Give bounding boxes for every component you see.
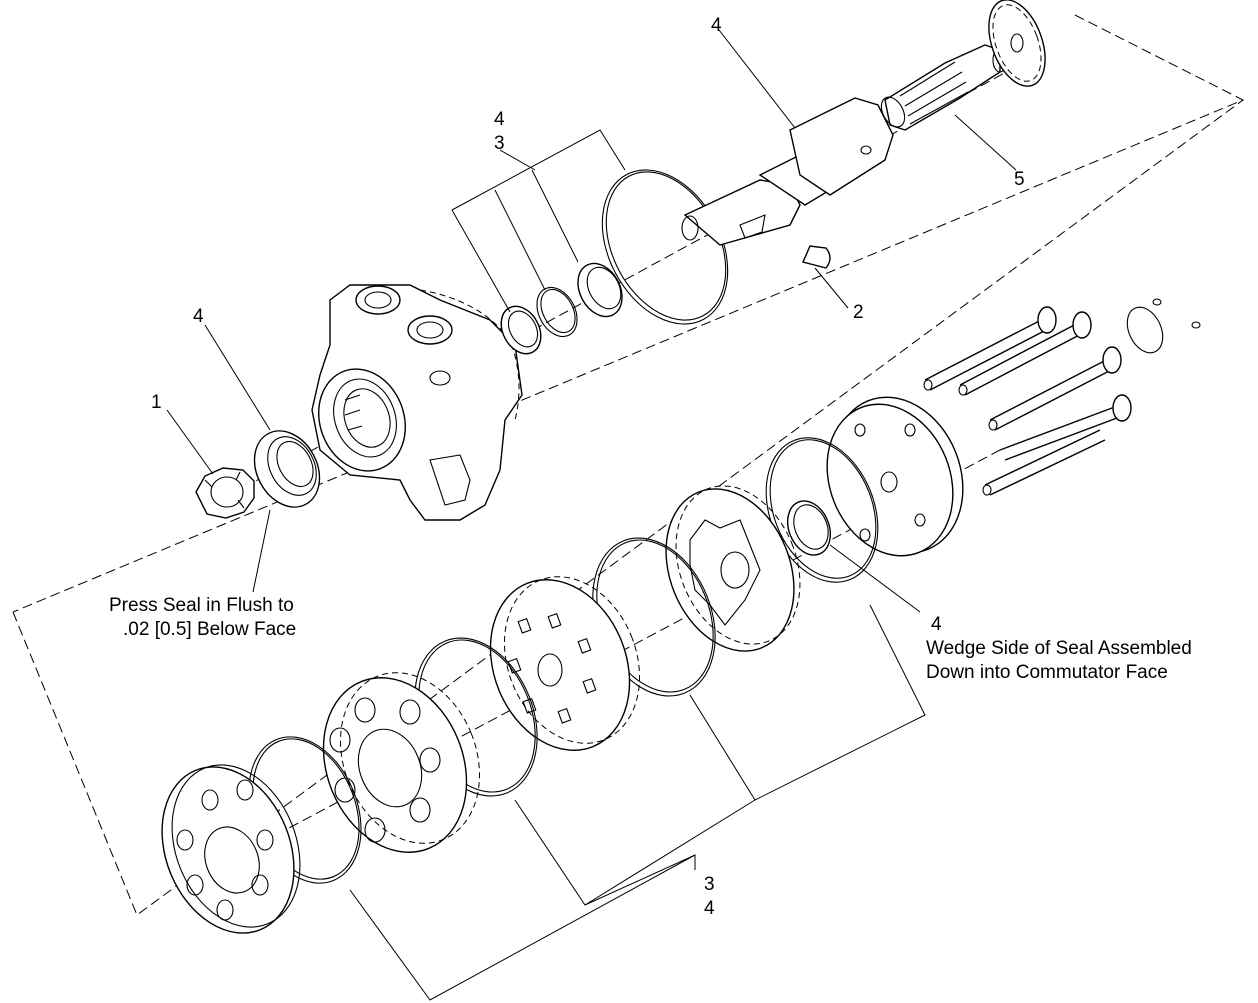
callout-bottom-group-bottom: 4: [704, 898, 715, 919]
callout-front-seal: 4: [193, 306, 204, 327]
woodruff-key: [802, 245, 831, 269]
callout-housing-seals-bottom: 3: [494, 133, 505, 154]
seal-flush-note-line1: Press Seal in Flush to: [109, 595, 294, 616]
callout-key: 2: [853, 302, 864, 323]
front-seal-ring: [253, 430, 321, 508]
splined-drive-shaft: [880, 44, 1008, 131]
callout-driveshaft: 5: [1014, 169, 1025, 190]
callout-shaft-seal-kit: 4: [711, 15, 722, 36]
valve-plate: [489, 576, 641, 751]
geroler-set: [322, 672, 481, 853]
wear-plate: [161, 764, 301, 934]
cap-bolts: [923, 306, 1132, 496]
callout-nut: 1: [151, 392, 162, 413]
wedge-note-line1: Wedge Side of Seal Assembled: [926, 638, 1192, 659]
commutator-seal-small: [786, 500, 832, 556]
lower-assembly-frame: [12, 99, 1244, 916]
end-cap: [826, 396, 964, 557]
callout-commutator-seal: 4: [931, 614, 942, 635]
slotted-nut: [195, 467, 255, 519]
name-plate: [1126, 298, 1201, 354]
commutator: [665, 485, 801, 652]
output-shaft: [681, 97, 894, 246]
housing-seal-small: [500, 305, 542, 355]
motor-housing: [311, 284, 523, 521]
housing-seal-thick: [577, 262, 623, 318]
callout-bottom-group-top: 3: [704, 874, 715, 895]
callout-housing-seals-top: 4: [494, 109, 505, 130]
leader-lines: [166, 29, 1017, 1001]
seal-flush-note-line2: .02 [0.5] Below Face: [123, 619, 296, 640]
wedge-note-line2: Down into Commutator Face: [926, 662, 1168, 683]
tone-wheel: [988, 0, 1046, 87]
